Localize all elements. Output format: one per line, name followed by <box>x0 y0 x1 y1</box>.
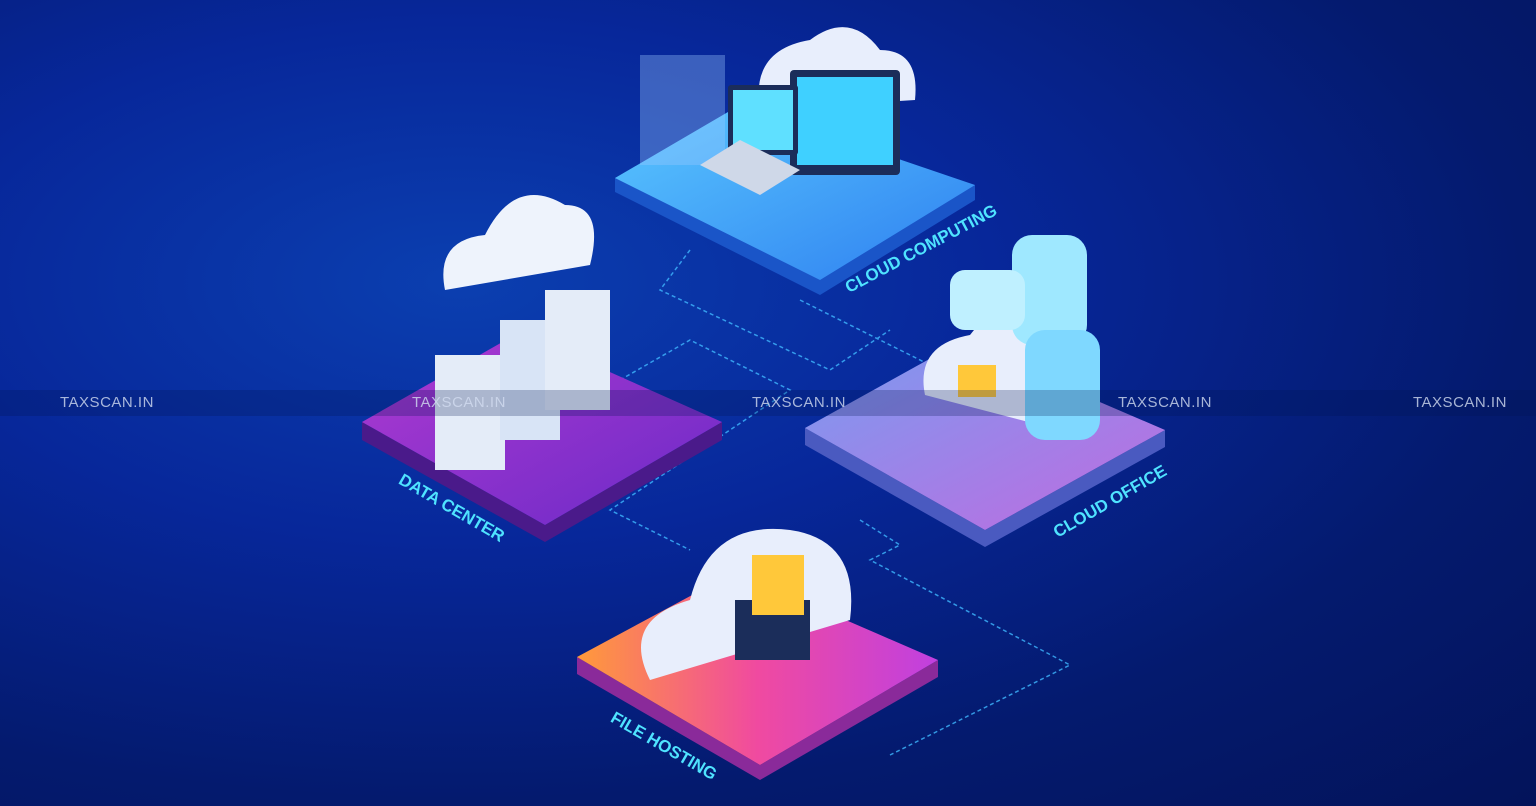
watermark: TAXSCAN.IN <box>1118 394 1212 411</box>
file-hosting-platform <box>577 528 938 780</box>
watermark: TAXSCAN.IN <box>60 394 154 411</box>
cloud-computing-platform <box>615 27 975 295</box>
watermark: TAXSCAN.IN <box>1413 394 1507 411</box>
data-center-platform <box>362 195 722 542</box>
cloud-office-platform <box>805 235 1165 547</box>
watermark-bar <box>0 390 1536 416</box>
watermark: TAXSCAN.IN <box>412 394 506 411</box>
watermark: TAXSCAN.IN <box>752 394 846 411</box>
